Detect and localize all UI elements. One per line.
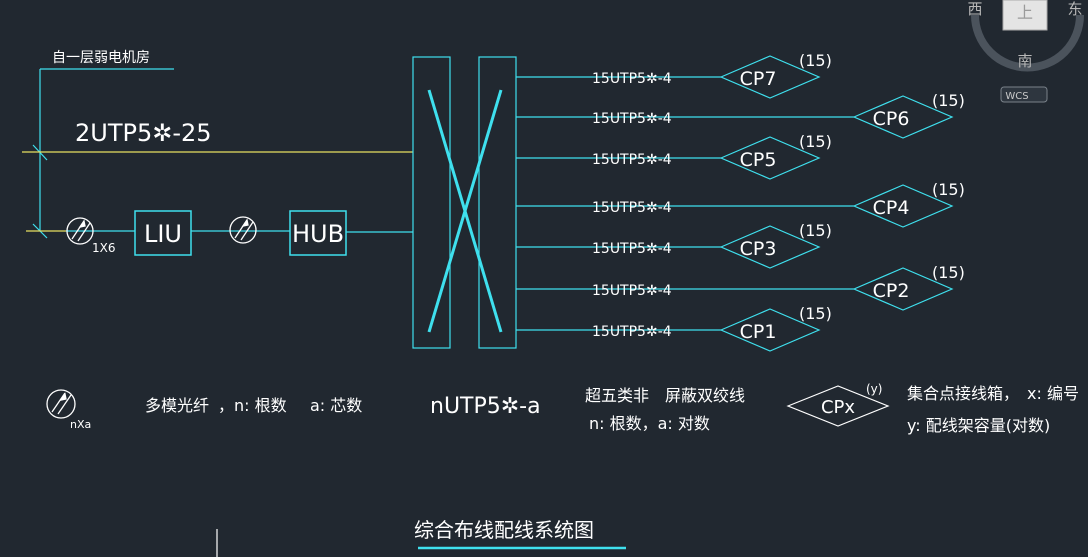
- cp-cable-label: 15UTP5✲-4: [592, 71, 672, 87]
- cp-branch-cp2: 15UTP5✲-4 CP2 (15): [516, 263, 965, 311]
- cp-box-diamond[interactable]: [719, 136, 821, 180]
- cp-branch-cp3: 15UTP5✲-4 CP3 (15): [516, 221, 832, 269]
- legend-fiber-desc-1: 多模光纤: [145, 396, 209, 415]
- legend-fiber-icon: [46, 389, 76, 419]
- cp-box-capacity: (15): [932, 180, 965, 199]
- cp-cable-label: 15UTP5✲-4: [592, 152, 672, 168]
- cp-cable-label: 15UTP5✲-4: [592, 283, 672, 299]
- legend-utp-desc-1: 超五类非 屏蔽双绞线: [585, 386, 745, 405]
- cp-box-label: CP6: [873, 108, 910, 130]
- legend-cp-desc-2: y: 配线架容量(对数): [907, 416, 1050, 435]
- cp-box-capacity: (15): [932, 91, 965, 110]
- cp-box-label: CP2: [873, 280, 910, 302]
- cp-box-capacity: (15): [799, 132, 832, 151]
- cp-box-capacity: (15): [799, 221, 832, 240]
- hub-box[interactable]: [289, 210, 347, 256]
- legend-fiber-symbol-label: nXa: [70, 418, 91, 431]
- cp-branch-cp5: 15UTP5✲-4 CP5 (15): [516, 132, 832, 180]
- patch-panel-right[interactable]: [478, 56, 517, 349]
- cp-box-diamond[interactable]: [719, 308, 821, 352]
- cross-connect-2: [427, 89, 503, 333]
- wcs-button[interactable]: [1000, 86, 1048, 103]
- cp-branch-cp4: 15UTP5✲-4 CP4 (15): [516, 180, 965, 228]
- compass-south-label: 南: [1017, 52, 1032, 70]
- cp-box-capacity: (15): [932, 263, 965, 282]
- patch-panel-left[interactable]: [412, 56, 451, 349]
- cp-box-capacity: (15): [799, 51, 832, 70]
- view-compass[interactable]: 上 西 东 南 WCS: [967, 0, 1084, 103]
- cp-branch-cp1: 15UTP5✲-4 CP1 (15): [516, 304, 832, 352]
- cp-branch-cp7: 15UTP5✲-4 CP7 (15): [516, 51, 832, 99]
- fiber-symbol-2: [229, 216, 257, 244]
- cp-cable-label: 15UTP5✲-4: [592, 241, 672, 257]
- cp-box-label: CP5: [740, 149, 777, 171]
- drawing-title: 综合布线配线系统图: [414, 518, 594, 542]
- source-feed: [32, 68, 174, 239]
- legend-fiber: nXa 多模光纤 ，n: 根数 a: 芯数: [46, 389, 362, 431]
- legend-fiber-desc-3: a: 芯数: [310, 396, 362, 415]
- legend-cp-desc-1: 集合点接线箱， x: 编号: [907, 384, 1079, 403]
- hub-label: HUB: [292, 220, 344, 248]
- cp-box-diamond[interactable]: [852, 95, 954, 139]
- compass-ring: [971, 14, 1084, 72]
- legend-cp-symbol-cap: (y): [866, 382, 882, 396]
- cp-box-diamond[interactable]: [719, 55, 821, 99]
- cp-box-label: CP4: [873, 197, 910, 219]
- cp-box-label: CP3: [740, 238, 777, 260]
- legend-cp-symbol: CPx: [821, 397, 855, 418]
- source-label: 自一层弱电机房: [52, 50, 150, 66]
- liu-label: LIU: [144, 220, 182, 248]
- cp-box-label: CP7: [740, 68, 777, 90]
- compass-east-label: 东: [1067, 0, 1082, 18]
- view-cube-top-face[interactable]: [1002, 0, 1048, 31]
- legend-fiber-desc-2: ，n: 根数: [218, 396, 287, 415]
- legend-cp-diamond: [786, 385, 890, 427]
- cp-cable-label: 15UTP5✲-4: [592, 200, 672, 216]
- compass-west-label: 西: [967, 0, 982, 18]
- legend-cp: CPx (y) 集合点接线箱， x: 编号 y: 配线架容量(对数): [786, 382, 1079, 435]
- cp-branch-cp6: 15UTP5✲-4 CP6 (15): [516, 91, 965, 139]
- trunk-cable-label: 2UTP5✲-25: [75, 119, 212, 147]
- legend-utp-symbol: nUTP5✲-a: [430, 394, 541, 419]
- cp-box-diamond[interactable]: [852, 184, 954, 228]
- cp-cable-label: 15UTP5✲-4: [592, 111, 672, 127]
- cp-box-diamond[interactable]: [852, 267, 954, 311]
- wcs-label: WCS: [1005, 91, 1028, 102]
- cp-box-diamond[interactable]: [719, 225, 821, 269]
- cp-box-capacity: (15): [799, 304, 832, 323]
- fiber-symbol-1: [66, 217, 94, 245]
- fiber-core-label: 1X6: [92, 241, 116, 255]
- compass-top-label: 上: [1017, 3, 1033, 22]
- cp-cable-label: 15UTP5✲-4: [592, 324, 672, 340]
- legend-utp-desc-2: n: 根数，a: 对数: [589, 414, 710, 433]
- liu-box[interactable]: [134, 210, 192, 256]
- cp-box-label: CP1: [740, 321, 777, 343]
